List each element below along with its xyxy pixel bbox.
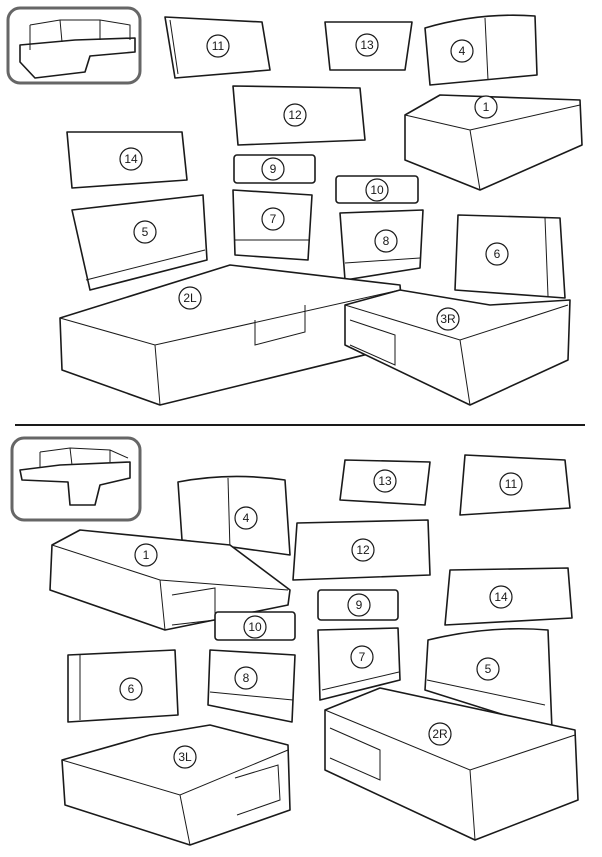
part-label: 13 (378, 474, 392, 488)
top-configuration-thumbnail (6, 6, 142, 85)
seat-module-1: 1 (49, 529, 291, 631)
part-label: 11 (505, 477, 518, 491)
part-label: 13 (360, 38, 374, 52)
part-label: 1 (143, 548, 150, 562)
part-label: 5 (142, 225, 149, 239)
part-label: 8 (243, 671, 250, 685)
part-label: 3L (178, 750, 192, 764)
bolster-10: 10 (214, 611, 296, 641)
part-label: 6 (128, 682, 135, 696)
armrest-6: 6 (454, 214, 566, 299)
armrest-6: 6 (67, 649, 179, 723)
part-label: 7 (270, 212, 277, 226)
cushion-12: 12 (292, 519, 431, 581)
bolster-10: 10 (335, 175, 419, 204)
part-label: 6 (494, 247, 501, 261)
backrest-7: 7 (232, 189, 313, 261)
seat-module-1: 1 (404, 94, 583, 191)
part-label: 9 (356, 598, 363, 612)
part-label: 9 (270, 162, 277, 176)
part-label: 4 (459, 44, 466, 58)
bolster-9: 9 (317, 589, 399, 621)
part-label: 5 (485, 662, 492, 676)
backrest-5: 5 (424, 627, 553, 731)
part-label: 4 (243, 511, 250, 525)
backrest-5: 5 (71, 194, 208, 291)
bolster-9: 9 (233, 154, 316, 184)
part-label: 12 (356, 543, 370, 557)
backrest-4: 4 (177, 475, 291, 556)
cushion-11: 11 (164, 16, 271, 79)
part-label: 14 (494, 590, 508, 604)
cushion-12: 12 (232, 85, 366, 146)
backrest-8: 8 (207, 649, 296, 723)
part-label: 10 (248, 620, 262, 634)
cushion-11: 11 (459, 454, 571, 516)
cushion-13: 13 (324, 21, 413, 71)
part-label: 10 (370, 183, 384, 197)
part-label: 14 (124, 152, 138, 166)
part-label: 2L (183, 291, 197, 305)
part-label: 11 (212, 39, 225, 53)
cushion-14: 14 (444, 567, 573, 626)
seat-module-3L: 3L (61, 724, 291, 846)
part-label: 8 (383, 234, 390, 248)
part-label: 1 (483, 100, 490, 114)
part-label: 12 (288, 108, 302, 122)
backrest-8: 8 (339, 209, 424, 281)
part-label: 7 (359, 650, 366, 664)
seat-module-2R: 2R (324, 687, 579, 841)
backrest-7: 7 (317, 627, 401, 701)
backrest-4: 4 (424, 14, 538, 86)
part-label: 2R (432, 727, 448, 741)
bottom-configuration-thumbnail (10, 436, 142, 522)
part-label: 3R (440, 312, 456, 326)
seat-module-3R: 3R (344, 289, 571, 406)
cushion-13: 13 (339, 459, 431, 506)
cushion-14: 14 (66, 131, 188, 189)
